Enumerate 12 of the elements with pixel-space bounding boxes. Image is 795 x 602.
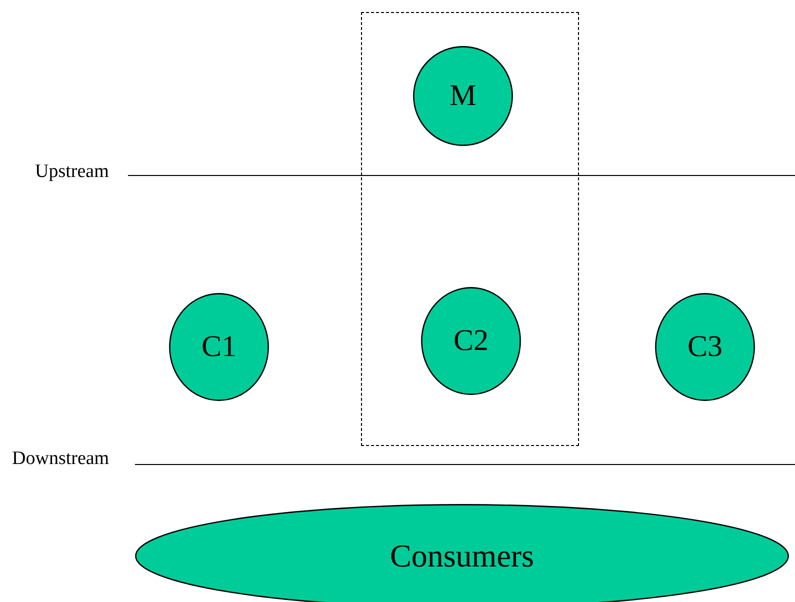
level-label: Downstream	[12, 448, 110, 470]
node-label: Consumers	[389, 538, 535, 574]
node-label: C2	[452, 324, 490, 358]
entity-circle	[413, 46, 513, 146]
entity-circle	[421, 287, 521, 395]
dashed-frame	[361, 12, 579, 446]
node-label: C3	[686, 330, 724, 364]
entity-circle	[169, 293, 269, 401]
entity-circle	[655, 293, 755, 401]
node-label: M	[448, 79, 478, 113]
level-label: Upstream	[35, 161, 109, 183]
node-label: C1	[200, 330, 238, 364]
